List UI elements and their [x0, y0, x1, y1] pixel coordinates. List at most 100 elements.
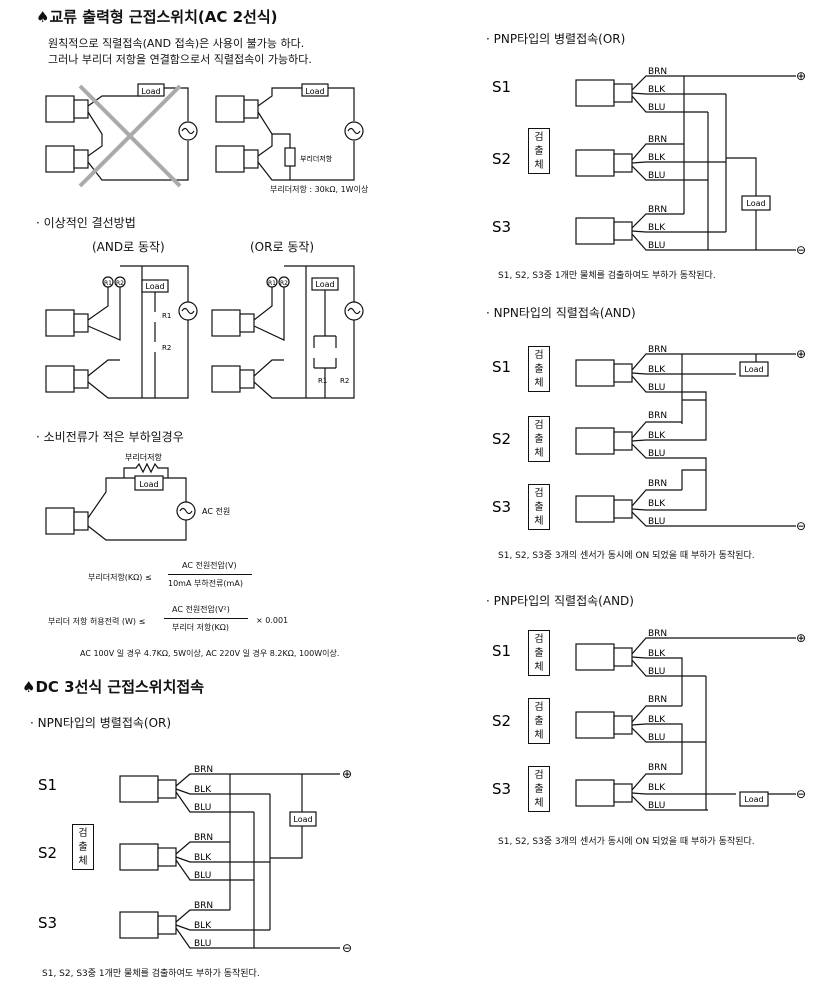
brn-label: BRN	[194, 765, 213, 775]
s1-label: S1	[492, 358, 511, 376]
relay-r1-label: R1	[268, 280, 276, 287]
blk-label: BLK	[194, 921, 212, 931]
minus-terminal-icon: ⊖	[342, 941, 352, 955]
svg-text:BRN: BRN	[648, 411, 667, 421]
load-label: Load	[305, 87, 324, 96]
svg-text:BLK: BLK	[648, 499, 666, 509]
formula1-denominator: 10mA 부하전류(mA)	[168, 579, 243, 588]
brn-label: BRN	[194, 901, 213, 911]
or-wiring: R1 R2 Load R1 R2	[211, 265, 364, 399]
s2-label: S2	[492, 430, 511, 448]
ac-note-line2: 그러나 부리더 저항을 연결함으로서 직렬접속이 가능하다.	[48, 53, 312, 66]
example-note: AC 100V 일 경우 4.7KΩ, 5W이상, AC 220V 일 경우 8…	[80, 649, 340, 658]
ideal-wiring-diagram: R1 R2 Load R1 R2 R1 R2 Load R1 R2	[45, 265, 364, 399]
contact-r1: R1	[162, 312, 171, 320]
sensor-body	[45, 95, 75, 123]
plus-terminal-icon: ⊕	[796, 631, 806, 645]
s3-label: S3	[38, 914, 57, 932]
s2-label: S2	[492, 150, 511, 168]
minus-terminal-icon: ⊖	[796, 243, 806, 257]
plus-terminal-icon: ⊕	[796, 347, 806, 361]
formula2-tail: × 0.001	[256, 616, 289, 625]
pnp-or-title: · PNP타입의 병렬접속(OR)	[486, 32, 626, 46]
load-label: Load	[744, 795, 763, 804]
brn-label: BRN	[194, 833, 213, 843]
relay-r2-label: R2	[116, 280, 124, 287]
svg-text:BLU: BLU	[648, 449, 665, 459]
s1-label: S1	[492, 642, 511, 660]
minus-terminal-icon: ⊖	[796, 787, 806, 801]
blk-label: BLK	[194, 853, 212, 863]
sensor-head	[243, 149, 259, 169]
s1-label: S1	[38, 776, 57, 794]
bleeder-label: 부리더저항	[125, 453, 162, 462]
sensor-head	[73, 149, 89, 169]
load-label: Load	[139, 480, 158, 489]
formula2-denominator: 부리더 저항(KΩ)	[172, 623, 229, 632]
ac-section-title: ♠교류 출력형 근접스위치(AC 2선식)	[36, 8, 278, 26]
npn-or-title: · NPN타입의 병렬접속(OR)	[30, 716, 172, 730]
svg-text:BLK: BLK	[648, 649, 666, 659]
s2-label: S2	[38, 844, 57, 862]
sensor-body	[215, 145, 245, 173]
svg-text:BRN: BRN	[648, 479, 667, 489]
formula1-line	[168, 574, 252, 575]
low-current-diagram: 부리더저항 Load AC 전원	[45, 453, 230, 541]
svg-text:BLU: BLU	[648, 517, 665, 527]
minus-terminal-icon: ⊖	[796, 519, 806, 533]
bleeder-label: 부리더저항	[300, 154, 333, 163]
svg-text:BRN: BRN	[648, 67, 667, 77]
svg-text:BLK: BLK	[648, 365, 666, 375]
ideal-wiring-title: · 이상적인 결선방법	[36, 216, 136, 230]
load-label: Load	[746, 199, 765, 208]
formula2-numerator: AC 전원전압(V²)	[172, 605, 230, 614]
npn-and-title: · NPN타입의 직렬접속(AND)	[486, 306, 636, 320]
s3-label: S3	[492, 218, 511, 236]
blk-label: BLK	[194, 785, 212, 795]
plus-terminal-icon: ⊕	[796, 69, 806, 83]
or-operation-label: (OR로 동작)	[250, 240, 315, 254]
bleeder-resistor	[284, 147, 296, 167]
sensor-head	[243, 99, 259, 119]
svg-text:BLU: BLU	[648, 171, 665, 181]
low-current-title: · 소비전류가 적은 부하일경우	[36, 430, 184, 444]
svg-text:BLU: BLU	[648, 383, 665, 393]
contact-r2: R2	[340, 377, 349, 385]
svg-text:BLK: BLK	[648, 223, 666, 233]
svg-text:BRN: BRN	[648, 135, 667, 145]
svg-text:BLK: BLK	[648, 431, 666, 441]
s3-label: S3	[492, 780, 511, 798]
svg-text:BLK: BLK	[648, 85, 666, 95]
bleeder-spec: 부리더저항 : 30kΩ, 1W이상	[270, 185, 369, 194]
relay-r1-label: R1	[104, 280, 112, 287]
ac-power-label: AC 전원	[202, 506, 230, 516]
formula2-line	[164, 618, 248, 619]
formula1-numerator: AC 전원전압(V)	[182, 561, 237, 570]
and-operation-label: (AND로 동작)	[92, 240, 165, 254]
dc-section-title: ♠DC 3선식 근접스위치접속	[22, 678, 204, 696]
load-label: Load	[744, 365, 763, 374]
svg-text:BRN: BRN	[648, 205, 667, 215]
load-label: Load	[145, 282, 164, 291]
svg-text:BRN: BRN	[648, 763, 667, 773]
sensor-body	[45, 145, 75, 173]
invalid-series-connection: Load	[45, 83, 198, 188]
sensor-head	[73, 99, 89, 119]
svg-text:BLU: BLU	[648, 733, 665, 743]
npn-and-caption: S1, S2, S3중 3개의 센서가 동시에 ON 되었을 때 부하가 동작된…	[498, 551, 755, 561]
npn-or-diagram: S1 S2 S3 BRN BLK BLU BRN BLK BLU BRN BLK…	[38, 765, 352, 955]
bleeder-series-connection: Load 부리더저항	[215, 83, 364, 181]
load-box	[301, 83, 329, 97]
load-label: Load	[315, 280, 334, 289]
formula2-left: 부리더 저항 허용전력 (W) ≤	[48, 617, 146, 626]
